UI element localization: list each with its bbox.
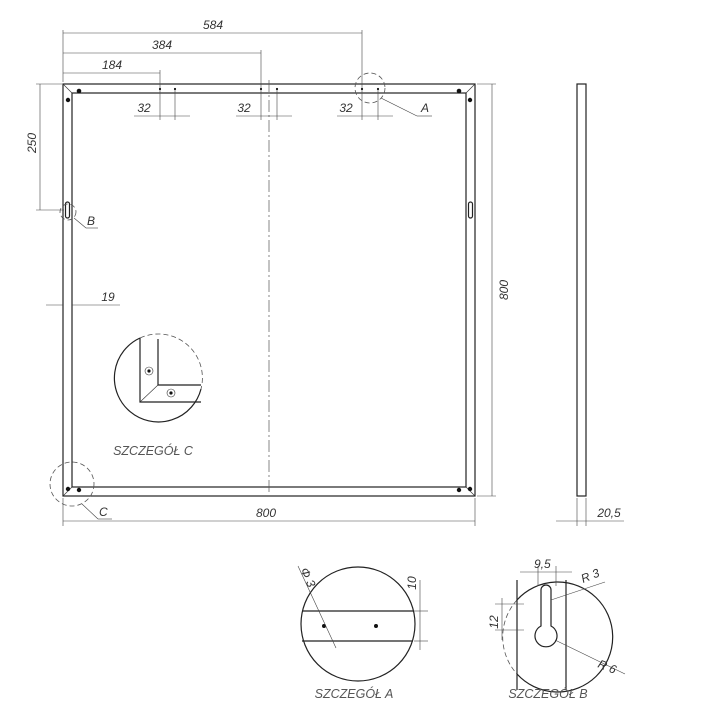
hole-right-2 [376,87,380,91]
detail-a-hole-1 [322,624,326,628]
corner-miter-tl [62,83,73,94]
corner-miter-br [465,486,476,497]
detail-c: SZCZEGÓŁ C [113,333,203,458]
dim-r6: R 6 [596,657,619,677]
hole-right-1 [360,87,364,91]
front-view [62,80,476,497]
corner-screw-bl [65,486,71,492]
corner-screw-tr [456,88,462,94]
detail-c-screw-1 [144,366,154,376]
callout-c: C [49,461,112,520]
keyhole-left [64,201,71,219]
right-dimension: 800 [477,83,511,497]
bottom-dimension: 800 [62,498,476,526]
top-dimensions: 584 384 184 32 32 32 [62,18,393,120]
dim-32-left: 32 [137,101,151,115]
corner-screw-br-2 [456,487,462,493]
dim-384: 384 [152,38,172,52]
dim-184: 184 [102,58,122,72]
dim-32-right: 32 [339,101,353,115]
callout-a-label: A [420,101,429,115]
detail-a: Φ 3 10 SZCZEGÓŁ A [297,565,428,701]
hole-mid-2 [275,87,279,91]
corner-miter-tr [465,83,476,94]
detail-a-title: SZCZEGÓŁ A [315,686,394,701]
dim-584: 584 [203,18,223,32]
hole-left-2 [173,87,177,91]
corner-miter-bl [62,486,73,497]
corner-screw-tl-2 [65,97,71,103]
dim-19: 19 [101,290,115,304]
left-dimensions: 250 19 [25,83,120,306]
detail-c-title: SZCZEGÓŁ C [113,443,194,458]
detail-b: 9,5 R 3 12 R 6 SZCZEGÓŁ B [487,557,626,701]
dim-9-5: 9,5 [534,557,551,571]
side-view: 20,5 [556,83,624,526]
dim-250: 250 [25,133,39,154]
dim-10: 10 [405,576,419,590]
callout-a: A [354,72,432,117]
hole-left-1 [158,87,162,91]
detail-a-hole-2 [374,624,378,628]
callout-b: B [59,203,98,229]
detail-b-title: SZCZEGÓŁ B [508,686,587,701]
dim-800-height: 800 [497,280,511,300]
callout-c-label: C [99,505,108,519]
keyhole-right [467,201,474,219]
callout-b-label: B [87,214,95,228]
dim-20-5: 20,5 [596,506,621,520]
corner-screw-br [467,486,473,492]
keyhole-slot [534,584,558,648]
dim-r3: R 3 [579,566,602,586]
dim-12: 12 [487,615,501,629]
hole-mid-1 [259,87,263,91]
detail-c-screw-2 [166,388,176,398]
corner-screw-tr-2 [467,97,473,103]
corner-screw-bl-2 [76,487,82,493]
dim-32-mid: 32 [237,101,251,115]
corner-screw-tl [76,88,82,94]
dim-800-width: 800 [256,506,276,520]
